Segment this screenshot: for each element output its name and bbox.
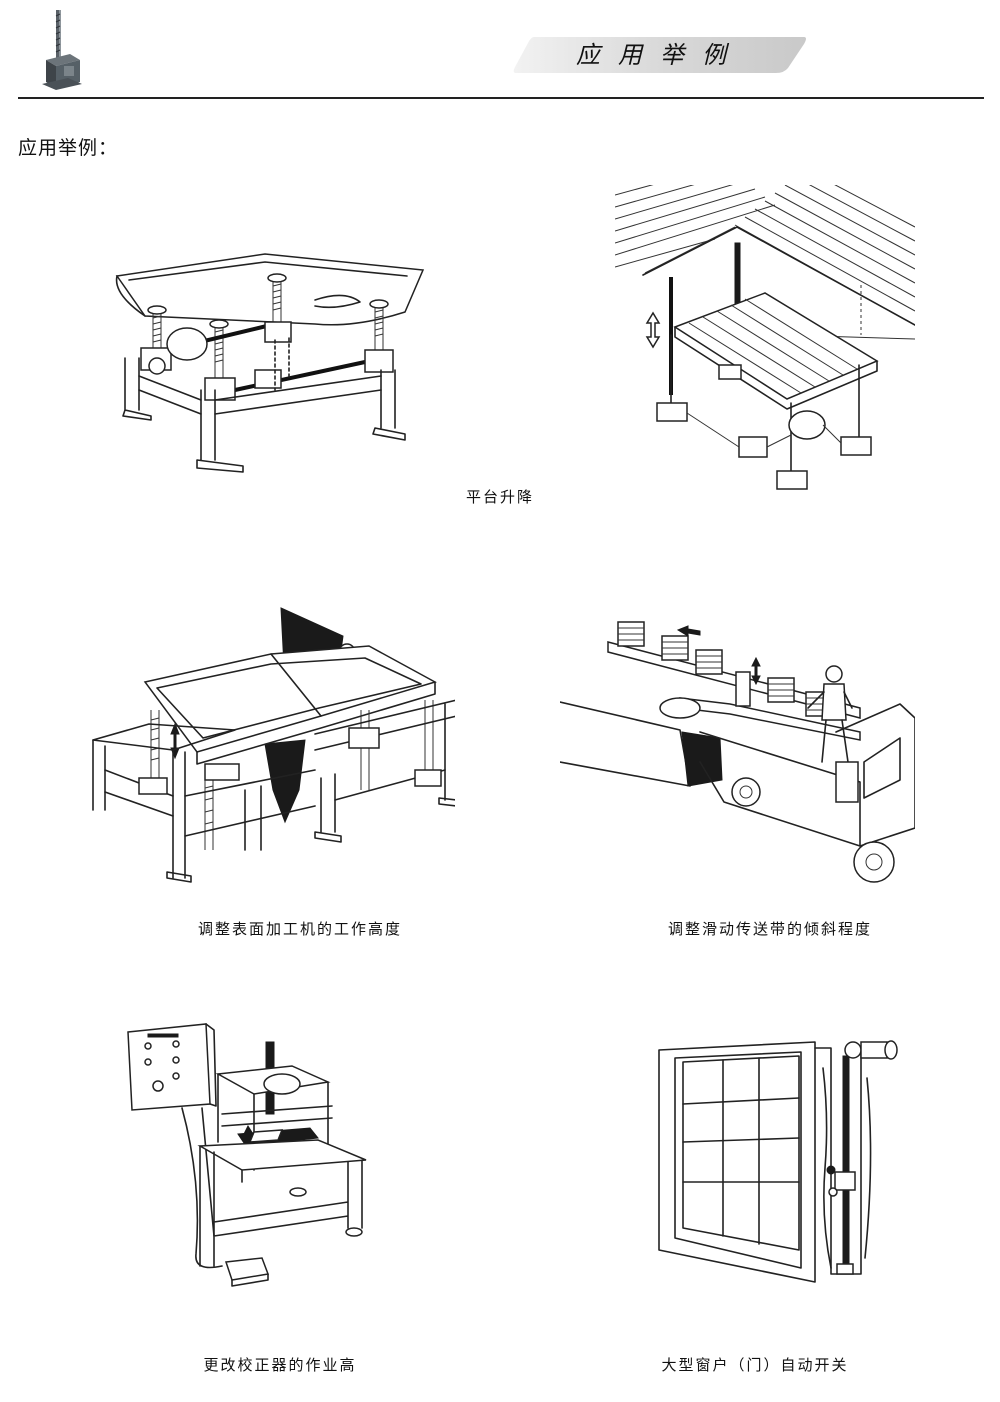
figure-corrector-height	[122, 1022, 372, 1297]
section-heading: 应用举例：	[18, 137, 119, 159]
figure-sliding-conveyor	[560, 612, 915, 887]
figure-caption: 平台升降	[465, 488, 534, 506]
figure-caption: 大型窗户（门）自动开关	[661, 1356, 849, 1374]
page-title: 应用举例	[576, 41, 744, 69]
figure-caption: 调整表面加工机的工作高度	[197, 920, 402, 938]
figure-surface-machine-table	[85, 600, 455, 885]
header-divider	[18, 97, 984, 99]
figure-platform-lift-basin	[105, 240, 435, 480]
figure-caption: 更改校正器的作业高	[203, 1356, 357, 1374]
figure-platform-lift-suspended	[615, 185, 915, 500]
figure-caption: 调整滑动传送带的倾斜程度	[667, 920, 872, 938]
header-banner	[512, 36, 808, 74]
screw-jack-logo-icon	[40, 8, 84, 94]
figure-window-door-opener	[655, 1038, 910, 1296]
